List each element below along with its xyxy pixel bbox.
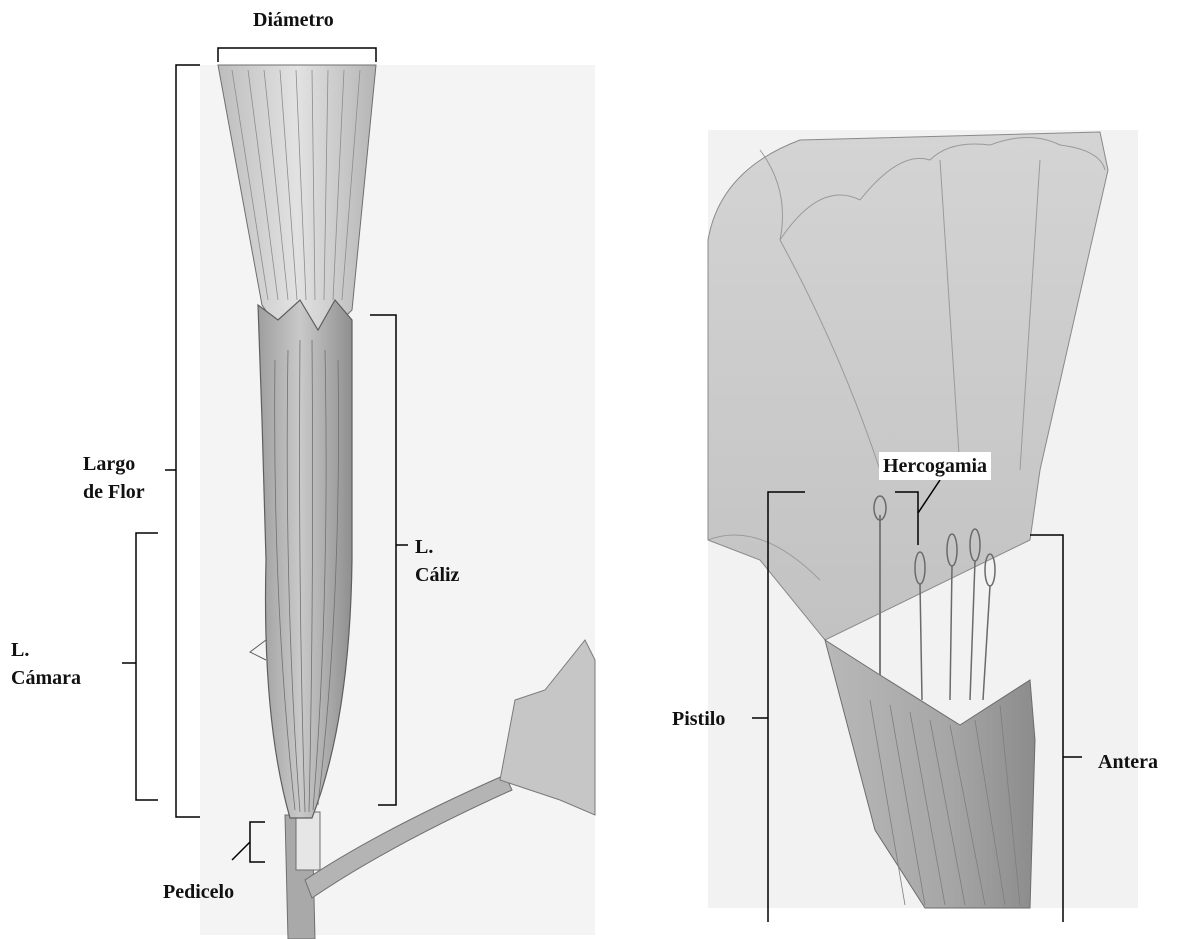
left-flower-drawing [200,65,595,939]
label-caliz: L. Cáliz [415,533,459,589]
label-diametro: Diámetro [253,6,334,34]
right-flower-drawing [708,130,1138,908]
label-camara-line1: L. [11,636,81,664]
label-antera: Antera [1098,748,1158,776]
largo-flor-bracket [176,65,200,817]
pedicel [296,812,320,870]
camara-bracket [136,533,158,800]
label-camara-line2: Cámara [11,664,81,692]
label-caliz-line1: L. [415,533,459,561]
label-largo-flor: Largo de Flor [83,450,145,506]
label-largo-flor-line2: de Flor [83,478,145,506]
label-largo-flor-line1: Largo [83,450,145,478]
label-pedicelo: Pedicelo [163,878,234,906]
label-caliz-line2: Cáliz [415,561,459,589]
label-pistilo: Pistilo [672,705,725,733]
diametro-bracket [218,48,376,62]
label-camara: L. Cámara [11,636,81,692]
label-hercogamia: Hercogamia [879,452,991,480]
